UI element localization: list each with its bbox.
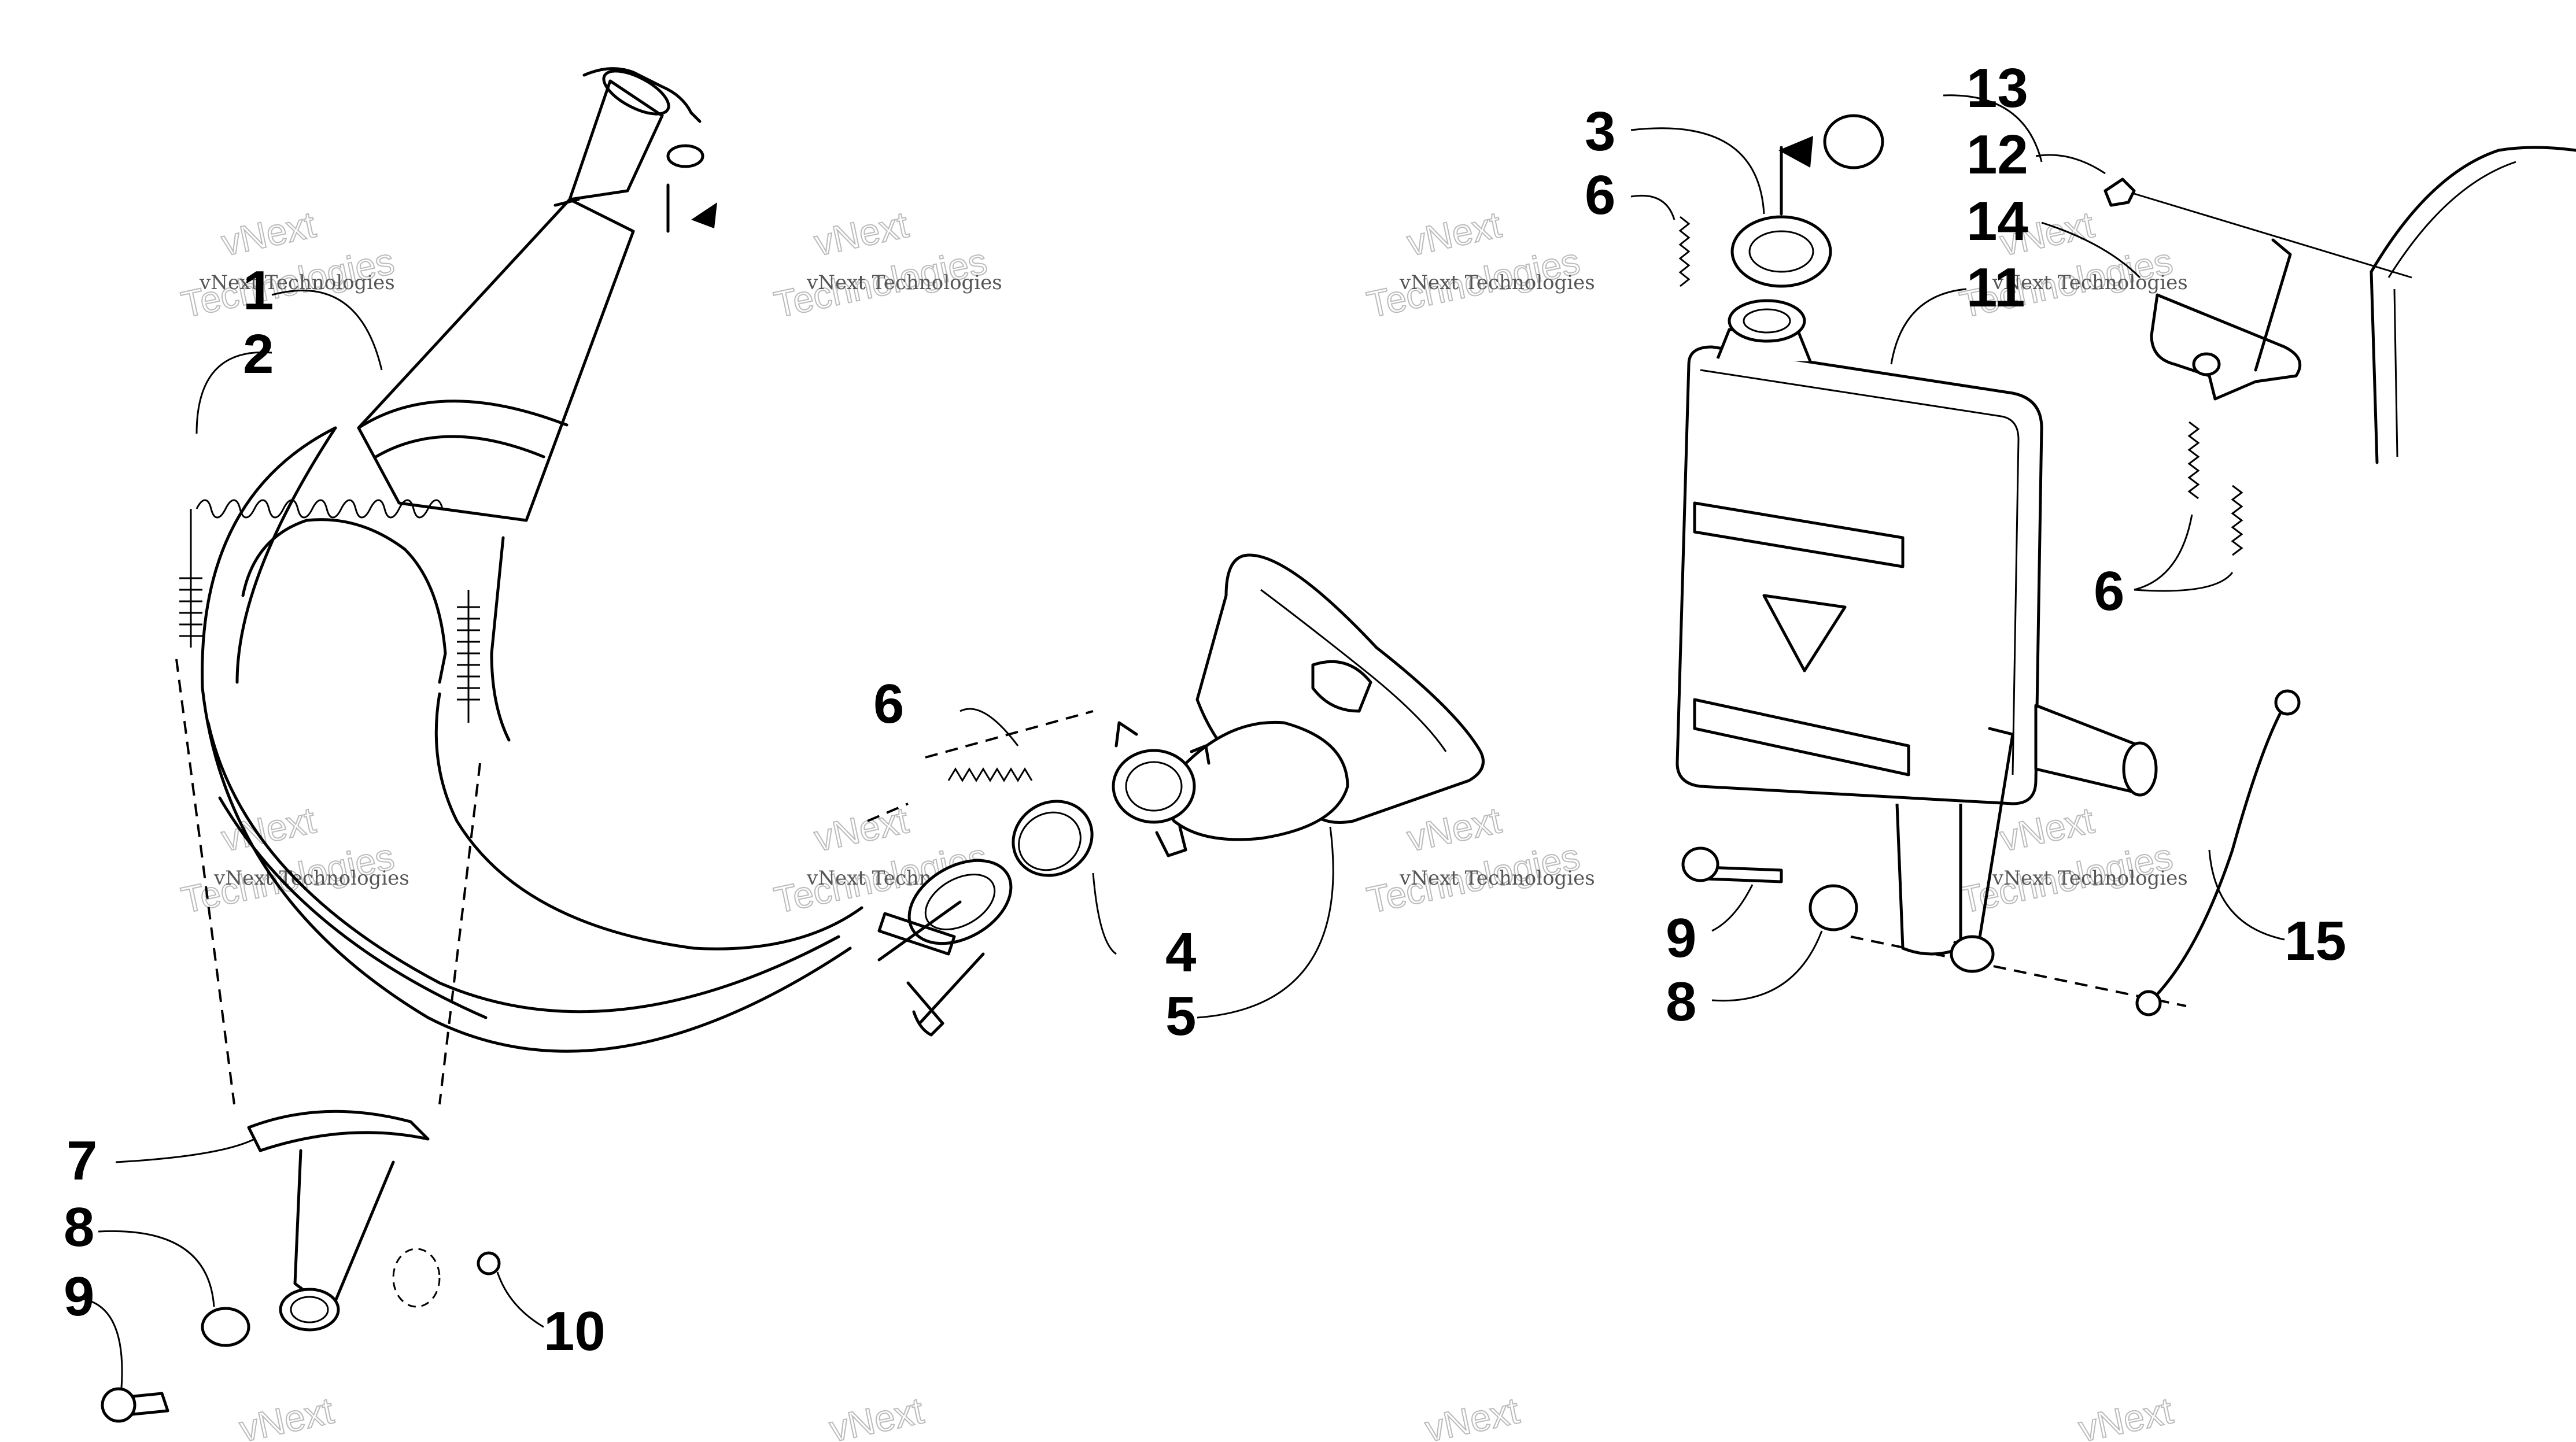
muffler bbox=[1675, 299, 2158, 973]
callout-3: 3 bbox=[1585, 101, 1615, 162]
callout-12: 12 bbox=[1966, 124, 2028, 186]
leader-lines bbox=[75, 94, 2285, 1388]
watermark-7: vNext Technologies vNext Technologies bbox=[1363, 798, 1595, 922]
svg-text:vNext Technologies: vNext Technologies bbox=[1399, 867, 1595, 890]
manifold-spring bbox=[947, 767, 1033, 782]
svg-text:vNext: vNext bbox=[2075, 1389, 2176, 1442]
muffler-springs bbox=[1678, 216, 2243, 556]
callout-14: 14 bbox=[1966, 190, 2028, 252]
chamber-springs bbox=[179, 499, 480, 723]
watermark-3: vNext Technologies vNext Technologies bbox=[1363, 203, 1595, 326]
callout-13: 13 bbox=[1966, 57, 2028, 119]
gasket-ring bbox=[1012, 800, 1094, 877]
callout-11: 11 bbox=[1966, 257, 2025, 319]
callout-6-middle: 6 bbox=[873, 673, 904, 735]
callout-labels: 1 2 6 4 5 7 8 9 10 3 6 13 12 14 11 6 15 … bbox=[64, 57, 2346, 1362]
svg-text:vNext: vNext bbox=[1996, 799, 2098, 859]
svg-text:vNext Technologies: vNext Technologies bbox=[1992, 271, 2188, 294]
expansion-chamber bbox=[201, 67, 1013, 1053]
callout-5: 5 bbox=[1165, 985, 1196, 1047]
svg-text:vNext: vNext bbox=[1422, 1389, 1523, 1442]
muffler-grommet bbox=[1730, 136, 1832, 288]
watermark-2: vNext Technologies vNext Technologies bbox=[770, 203, 1002, 326]
svg-text:vNext Technologies: vNext Technologies bbox=[1399, 271, 1595, 294]
svg-text:vNext Technologies: vNext Technologies bbox=[806, 271, 1002, 294]
callout-10: 10 bbox=[544, 1300, 606, 1362]
exhaust-arrow-left bbox=[666, 183, 717, 233]
svg-text:vNext Technologies: vNext Technologies bbox=[1992, 867, 2188, 890]
callout-9-left: 9 bbox=[64, 1266, 94, 1328]
watermark-1: vNext Technologies vNext Technologies bbox=[177, 203, 398, 326]
callout-8-left: 8 bbox=[64, 1196, 94, 1258]
callout-6-right: 6 bbox=[2094, 560, 2124, 622]
exhaust-manifold bbox=[1112, 553, 1485, 857]
svg-text:vNext: vNext bbox=[218, 204, 319, 264]
svg-text:vNext: vNext bbox=[811, 204, 912, 264]
callout-8-right: 8 bbox=[1666, 971, 1696, 1033]
callout-2: 2 bbox=[243, 323, 274, 385]
callout-1: 1 bbox=[243, 260, 274, 321]
frame-section bbox=[2370, 146, 2576, 464]
svg-text:vNext Technologies: vNext Technologies bbox=[213, 867, 409, 890]
svg-text:vNext: vNext bbox=[236, 1389, 337, 1442]
watermark-5: vNext Technologies vNext Technologies bbox=[177, 798, 409, 922]
watermark-bottom-partial: vNext vNext vNext vNext bbox=[235, 1389, 2177, 1442]
callout-9-right: 9 bbox=[1666, 907, 1696, 969]
callout-15: 15 bbox=[2285, 910, 2346, 972]
callout-7: 7 bbox=[67, 1130, 97, 1192]
ground-strap bbox=[2135, 689, 2301, 1016]
callout-4: 4 bbox=[1165, 922, 1196, 983]
muffler-mount-hardware bbox=[1681, 846, 1858, 931]
svg-text:vNext: vNext bbox=[1404, 204, 1505, 264]
svg-text:vNext: vNext bbox=[1404, 799, 1505, 859]
lower-mount-bracket bbox=[101, 1110, 501, 1423]
svg-text:vNext: vNext bbox=[826, 1389, 927, 1442]
hanger-bracket bbox=[1823, 114, 2412, 401]
callout-6-top: 6 bbox=[1585, 164, 1615, 226]
